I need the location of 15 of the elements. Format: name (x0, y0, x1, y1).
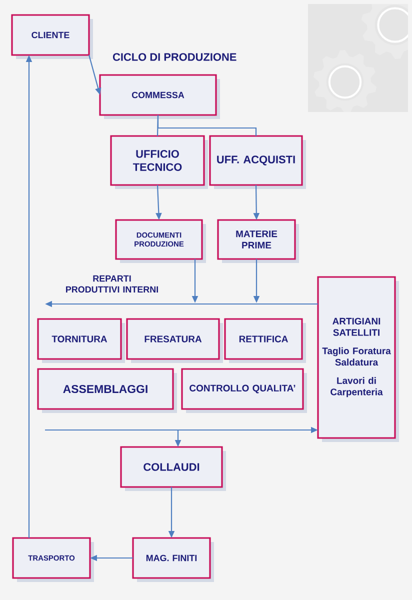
process-box: ASSEMBLAGGI (37, 368, 177, 413)
process-box: CLIENTE (11, 14, 93, 59)
process-box: COLLAUDI (120, 446, 226, 491)
process-box: ARTIGIANI SATELLITI Taglio Foratura Saldatura Lavori di Carpenteria (317, 276, 399, 442)
section-label: REPARTI PRODUTTIVI INTERNI (66, 275, 158, 293)
process-box: UFF. ACQUISTI (209, 135, 306, 189)
process-box: RETTIFICA (224, 318, 306, 363)
title: CICLO DI PRODUZIONE (112, 53, 236, 61)
process-box: TORNITURA (37, 318, 125, 363)
process-box: MAG. FINITI (132, 537, 214, 582)
process-box: COMMESSA (99, 74, 220, 119)
process-box: CONTROLLO QUALITA’ (181, 368, 307, 413)
process-box: UFFICIO TECNICO (110, 135, 208, 189)
process-box: FRESATURA (126, 318, 223, 363)
process-box: MATERIE PRIME (217, 219, 299, 263)
